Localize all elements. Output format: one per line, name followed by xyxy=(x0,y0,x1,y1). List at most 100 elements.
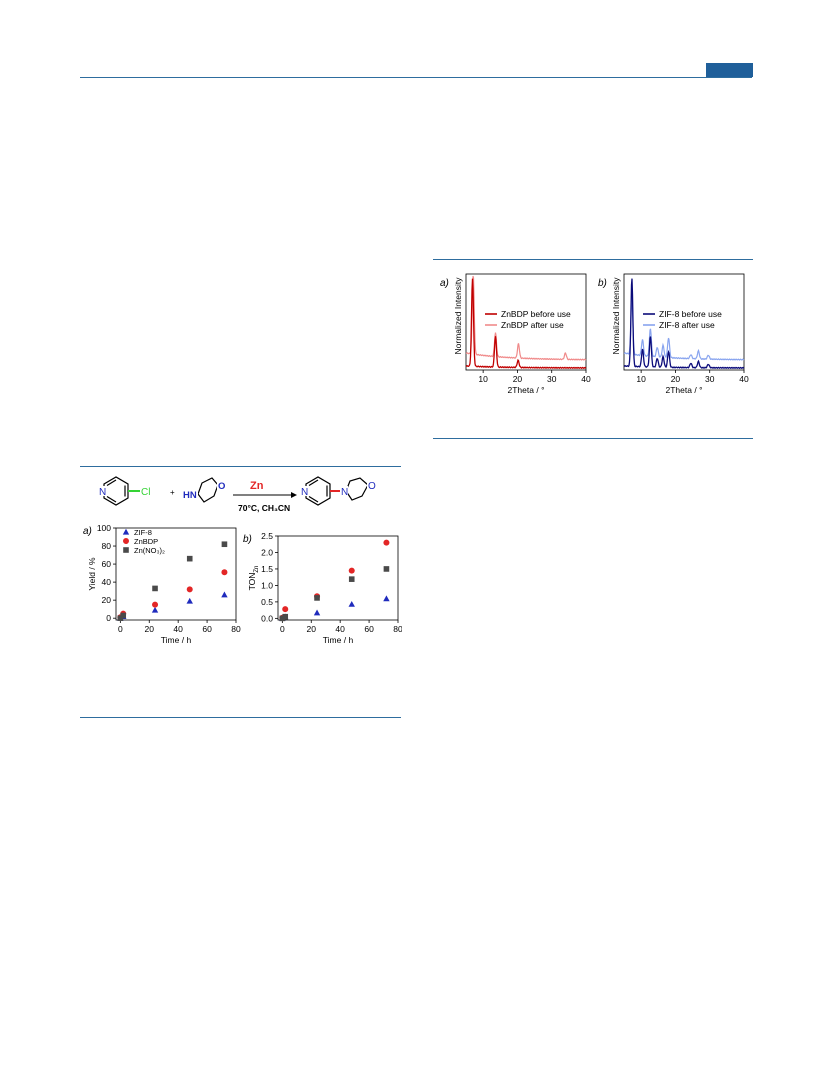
yield-y-tick-label: 0 xyxy=(106,613,111,623)
yield-legend-label: ZnBDP xyxy=(134,537,158,546)
xrd-a-x-tick-label: 30 xyxy=(547,374,557,384)
pxrd-figure-top-rule xyxy=(433,259,753,260)
ton-y-tick-label: 1.0 xyxy=(261,580,273,590)
ton-x-tick-label: 60 xyxy=(364,624,374,634)
product-o-label: O xyxy=(368,481,376,492)
xrd-b-y-axis-label: Normalized Intensity xyxy=(611,277,621,355)
ton-plot-frame xyxy=(277,535,399,621)
pyridine-n-label: N xyxy=(99,487,106,498)
yield-x-tick-label: 0 xyxy=(118,624,123,634)
yield-data-point xyxy=(152,601,159,608)
xrd-a-series-line xyxy=(465,275,587,361)
ton-x-tick-label: 40 xyxy=(335,624,345,634)
conditions-label: 70°C, CH₃CN xyxy=(238,503,290,513)
xrd-b-panel-label: b) xyxy=(598,278,607,289)
yield-data-point xyxy=(151,606,159,613)
kinetics-figure-top-rule xyxy=(80,466,401,467)
ton-y-tick-label: 2.5 xyxy=(261,531,273,541)
ton-y-axis-label-subscript: Zn xyxy=(254,566,260,573)
ton-data-point xyxy=(383,566,390,572)
xrd-a-legend-label: ZnBDP before use xyxy=(501,309,571,319)
yield-y-tick-label: 20 xyxy=(102,595,112,605)
chlorine-label: Cl xyxy=(141,487,150,498)
yield-data-point xyxy=(117,615,124,621)
yield-data-point xyxy=(120,612,127,619)
header-rule xyxy=(80,77,752,78)
zif8-pxrd-chart: b) 10 20 30 40 2Theta / ° Normalized Intensity… xyxy=(598,273,749,395)
yield-x-axis-label: Time / h xyxy=(161,635,192,645)
ton-y-tick-label: 1.5 xyxy=(261,564,273,574)
chloropyridine-structure xyxy=(103,476,129,506)
morpholine-o-label: O xyxy=(218,481,225,492)
xrd-b-legend-label: ZIF-8 before use xyxy=(659,309,722,319)
product-amine-n-label: N xyxy=(341,487,348,498)
yield-data-point xyxy=(221,591,228,598)
xrd-b-x-tick-label: 20 xyxy=(671,374,681,384)
yield-legend-label: ZIF-8 xyxy=(134,528,152,537)
znbdp-pxrd-chart: a) 10 20 30 40 2Theta / ° Normalized Intensity… xyxy=(440,273,591,395)
xrd-b-x-tick-label: 10 xyxy=(636,374,646,384)
xrd-b-legend-label: ZIF-8 after use xyxy=(659,320,715,330)
yield-x-tick-label: 40 xyxy=(173,624,183,634)
ton-y-tick-label: 0.5 xyxy=(261,597,273,607)
yield-y-axis-label: Yield / % xyxy=(87,557,97,591)
ton-data-point xyxy=(279,615,286,622)
xrd-a-legend-label: ZnBDP after use xyxy=(501,320,564,330)
xrd-b-x-tick-label: 40 xyxy=(739,374,749,384)
yield-y-tick-label: 100 xyxy=(97,524,111,533)
ton-y-tick-label: 0.0 xyxy=(261,613,273,623)
xrd-b-plot-frame xyxy=(623,273,745,371)
ton-x-tick-label: 0 xyxy=(280,624,285,634)
yield-data-point xyxy=(186,555,193,562)
ton-y-axis-label: TONZn xyxy=(247,566,260,591)
yield-panel-label: a) xyxy=(83,526,92,537)
product-pyridine-n-label: N xyxy=(301,487,308,498)
yield-y-tick-label: 60 xyxy=(102,559,112,569)
yield-plot-frame xyxy=(115,527,237,621)
xrd-a-plot-frame xyxy=(465,273,587,371)
yield-data-point xyxy=(152,585,158,592)
ton-data-point xyxy=(282,613,289,620)
ton-data-point xyxy=(282,606,289,613)
ton-x-axis-label: Time / h xyxy=(323,635,354,645)
xrd-a-series-line xyxy=(465,278,587,370)
xrd-a-x-axis-label: 2Theta / ° xyxy=(508,385,545,395)
ton-data-point xyxy=(348,576,355,582)
ton-data-point xyxy=(314,595,320,601)
yield-legend-label: Zn(NO₃)₂ xyxy=(134,546,165,555)
xrd-a-x-tick-label: 40 xyxy=(581,374,591,384)
reaction-scheme: N Cl + HN O Zn 70°C, CH₃CN N N O xyxy=(98,476,376,513)
yield-data-point xyxy=(186,586,193,593)
ton-data-point xyxy=(313,609,321,616)
yield-x-tick-label: 60 xyxy=(202,624,212,634)
yield-legend-marker xyxy=(123,547,129,553)
xrd-a-x-tick-label: 20 xyxy=(513,374,523,384)
xrd-a-x-tick-label: 10 xyxy=(478,374,488,384)
xrd-b-x-axis-label: 2Theta / ° xyxy=(666,385,703,395)
xrd-b-series-line xyxy=(623,298,745,361)
yield-x-tick-label: 20 xyxy=(145,624,155,634)
ton-panel-label: b) xyxy=(243,534,252,545)
morpholine-structure xyxy=(197,477,219,503)
yield-data-point xyxy=(221,569,228,576)
ton-x-tick-label: 20 xyxy=(307,624,317,634)
ton-data-point xyxy=(383,539,390,546)
ton-y-tick-label: 2.0 xyxy=(261,547,273,557)
xrd-a-panel-label: a) xyxy=(440,278,449,289)
ton-data-point xyxy=(383,595,390,602)
yield-y-tick-label: 40 xyxy=(102,577,112,587)
morpholine-nh-label: HN xyxy=(183,490,197,501)
xrd-b-x-tick-label: 30 xyxy=(705,374,715,384)
header-tab xyxy=(706,63,753,77)
xrd-b-series-line xyxy=(623,278,745,370)
yield-legend-marker xyxy=(122,528,130,535)
yield-y-tick-label: 80 xyxy=(102,541,112,551)
reaction-arrowhead xyxy=(291,492,297,498)
pxrd-figure-bottom-rule xyxy=(433,438,753,439)
xrd-a-y-axis-label: Normalized Intensity xyxy=(453,277,463,355)
kinetics-figure-bottom-rule xyxy=(80,717,401,718)
ton-x-tick-label: 80 xyxy=(393,624,402,634)
yield-data-point xyxy=(186,597,193,604)
